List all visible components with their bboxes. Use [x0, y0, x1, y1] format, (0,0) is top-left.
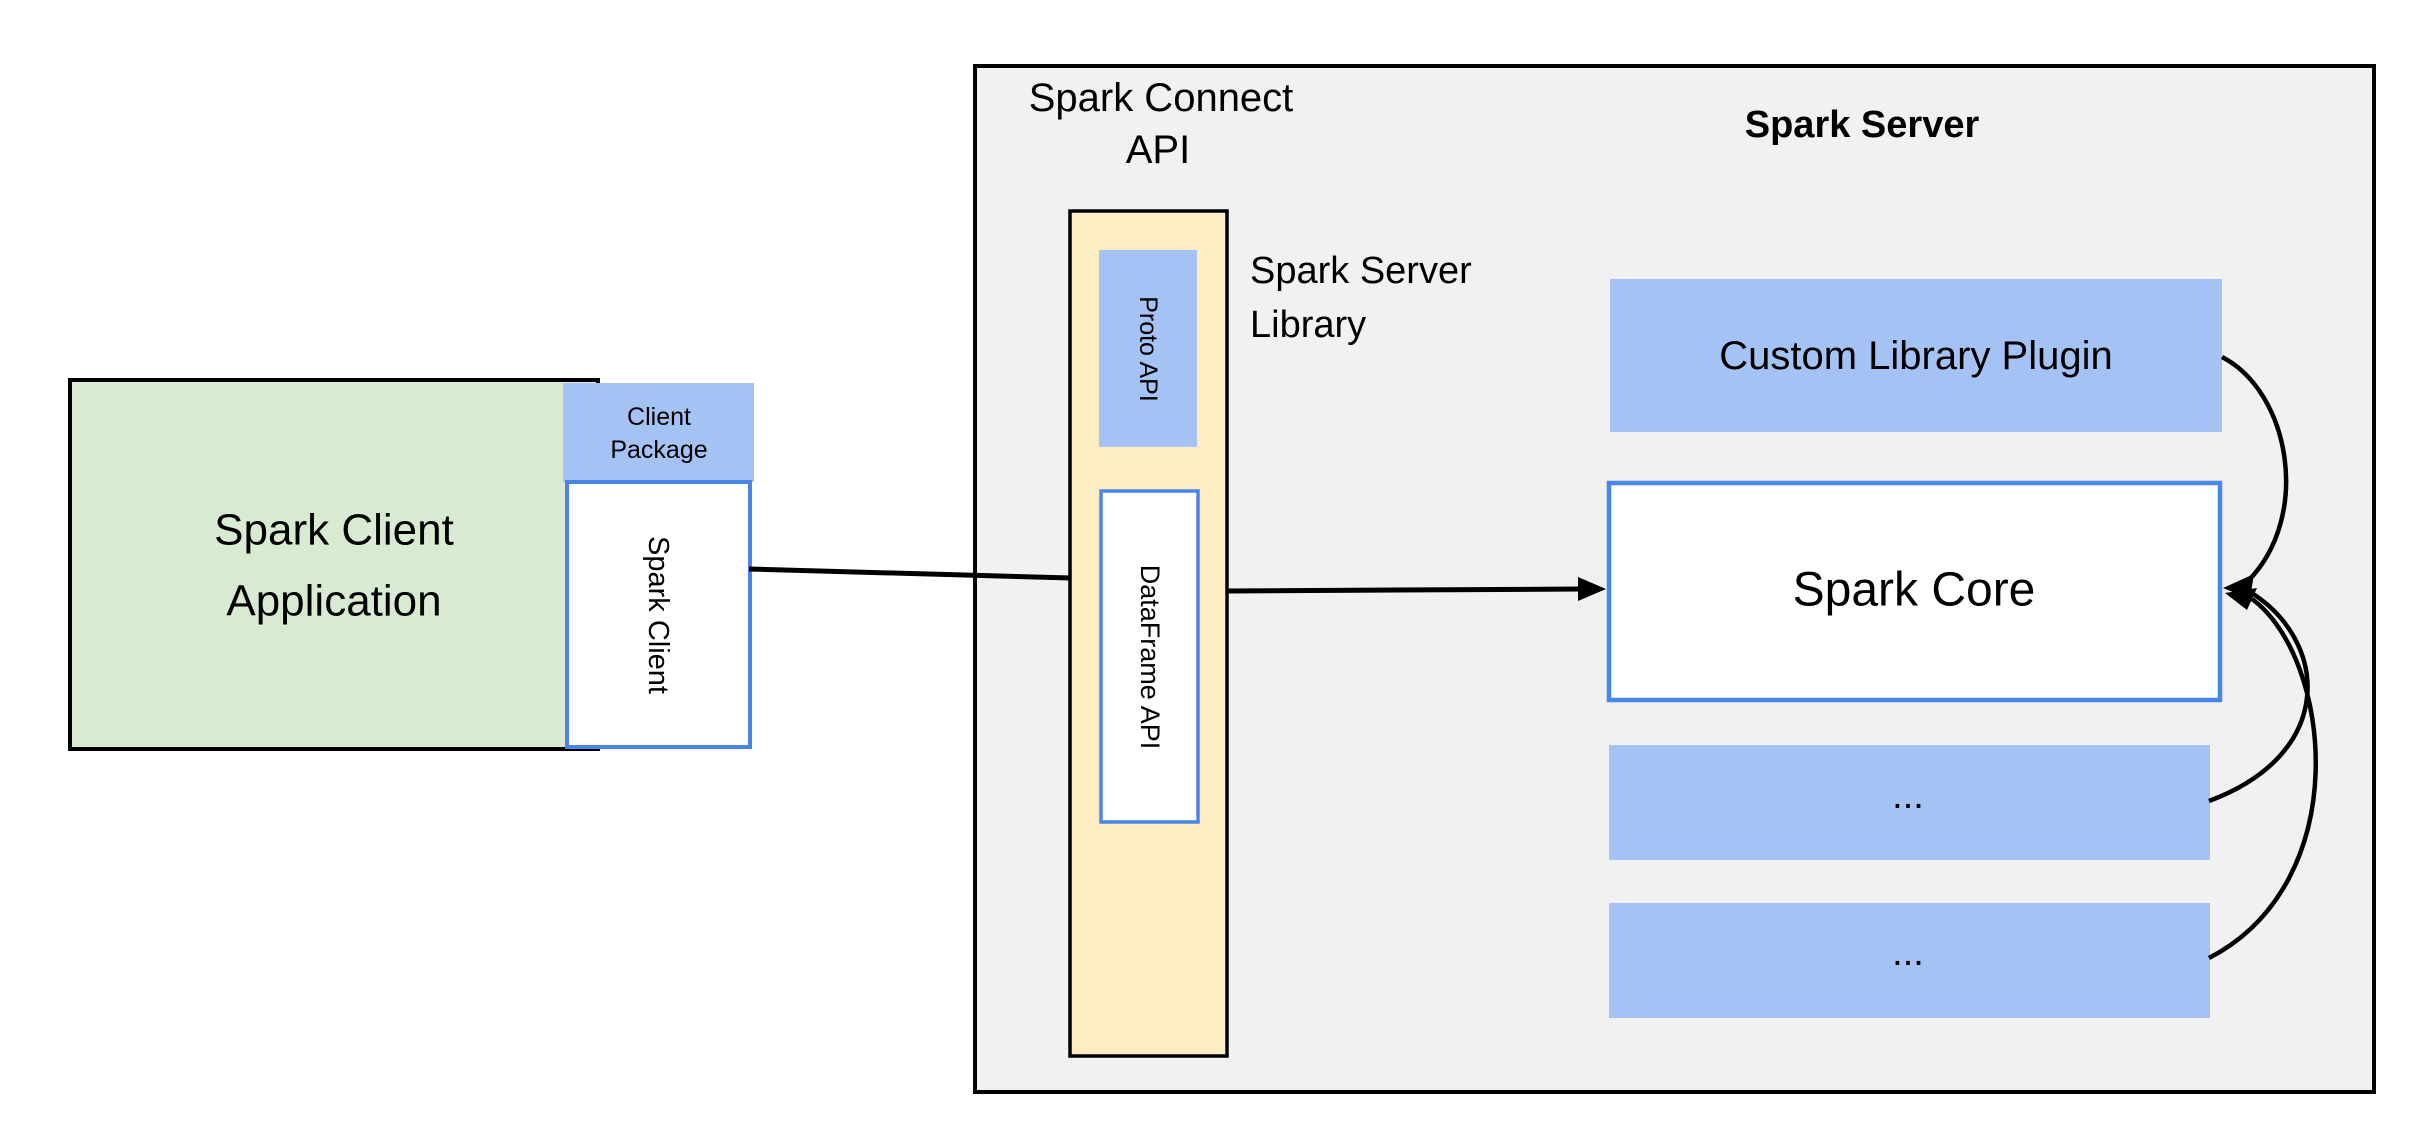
- spark-core-box: [1606, 480, 2223, 703]
- client-app-label-line2: Application: [226, 577, 441, 626]
- library-to-core-connector: [1226, 586, 1583, 594]
- spark-client-application-box: [68, 378, 600, 751]
- plugin-slot-1-label: ...: [1892, 775, 1924, 817]
- spark-connect-api-label-line2: API: [1126, 128, 1190, 172]
- client-package-label-line1: Client: [627, 403, 691, 431]
- dataframe-api-box: [1099, 489, 1200, 824]
- proto-api-box: [1099, 250, 1197, 447]
- client-app-label-line1: Spark Client: [214, 506, 454, 555]
- custom-library-plugin-label: Custom Library Plugin: [1719, 334, 2113, 378]
- custom-library-plugin-box: [1610, 279, 2222, 432]
- spark-client-label: Spark Client: [642, 536, 674, 694]
- client-to-library-connector: [748, 566, 1072, 581]
- library-to-core-arrowhead-icon: [1578, 577, 1606, 601]
- spark-server-title: Spark Server: [1745, 104, 1980, 146]
- spark-connect-api-label-line1: Spark Connect: [1029, 76, 1294, 120]
- plugin-slot-2-box: [1609, 903, 2210, 1018]
- slot2-to-core-curve: [2207, 597, 2319, 960]
- plugin-slot-2-label: ...: [1892, 932, 1924, 974]
- proto-api-label: Proto API: [1134, 296, 1162, 402]
- spark-core-label: Spark Core: [1793, 564, 2036, 617]
- spark-server-library-label-line1: Spark Server: [1250, 250, 1472, 292]
- plugin-slot-1-box: [1609, 745, 2210, 860]
- spark-server-library-label-line2: Library: [1250, 304, 1366, 346]
- dataframe-api-label: DataFrame API: [1135, 565, 1165, 750]
- client-package-box: [563, 383, 754, 482]
- spark-client-box: [565, 480, 752, 749]
- curves-to-core-arrowhead2-icon: [2225, 588, 2257, 610]
- plugin-to-core-curve: [2220, 355, 2289, 583]
- client-package-label-line2: Package: [610, 436, 707, 464]
